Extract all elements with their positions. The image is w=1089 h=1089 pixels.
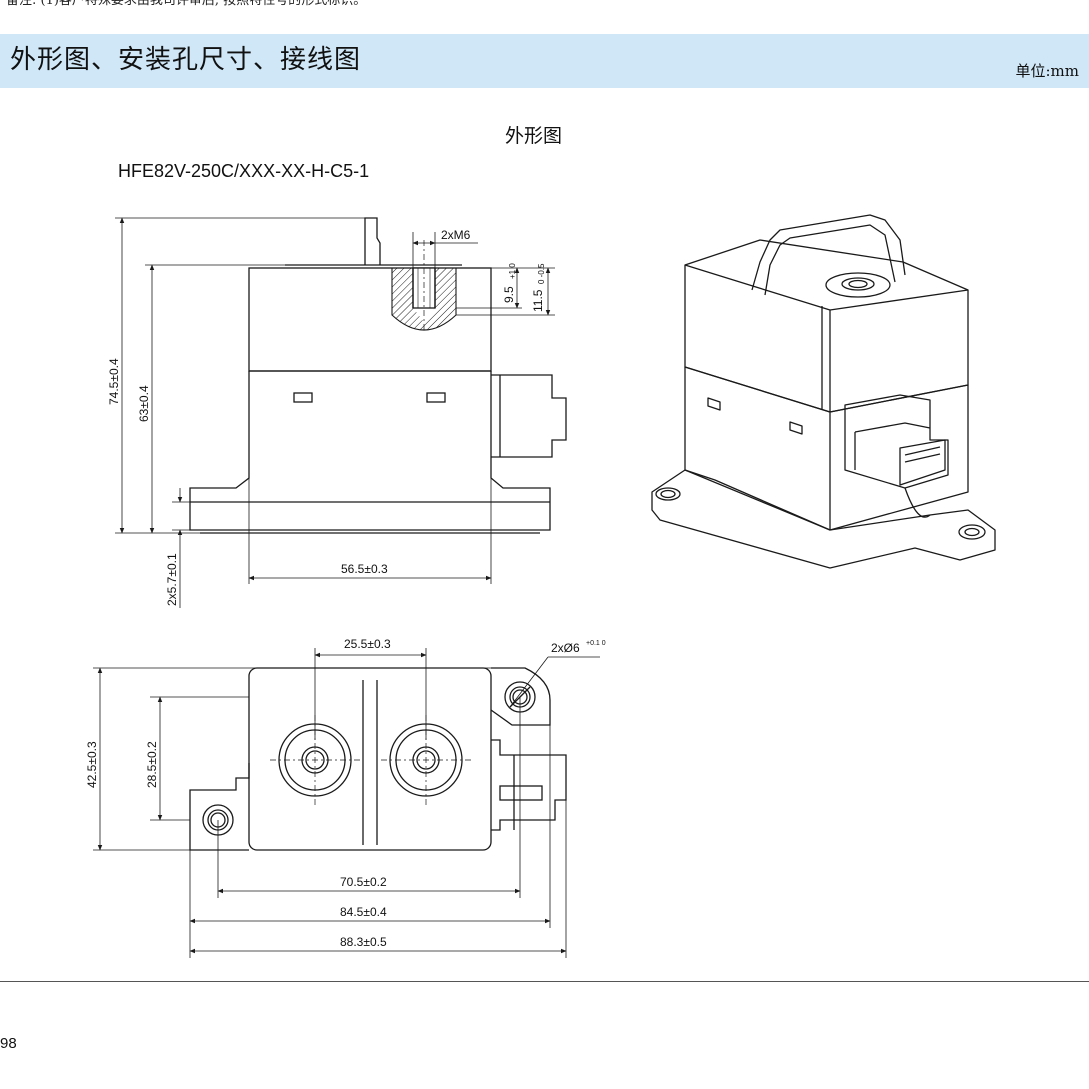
flange-left <box>189 763 250 851</box>
dim-flange-length: 84.5±0.4 <box>340 905 387 919</box>
dim-thread: 2xM6 <box>441 228 471 242</box>
body-lower <box>189 371 551 531</box>
centerlines <box>270 715 471 805</box>
footnote: 备注: (1)客户特殊要求由我司评审后, 按照特性号的形式标识。 <box>6 0 367 8</box>
side-connector <box>491 374 567 458</box>
top-connector <box>491 739 567 831</box>
dim-hole-spacing-x: 70.5±0.2 <box>340 875 387 889</box>
side-dimensions <box>115 217 555 608</box>
dim-depth-1: 9.5 <box>502 286 516 303</box>
dim-mount-hole-tol: +0.1 0 <box>586 640 606 647</box>
dim-overall-depth: 42.5±0.3 <box>85 741 99 788</box>
unit-label: 单位:mm <box>1015 62 1079 80</box>
flange-right <box>490 667 551 726</box>
footer-rule <box>0 981 1089 982</box>
vent-slot <box>293 392 313 403</box>
thread-section-hatch <box>392 268 456 330</box>
dim-body-height: 63±0.4 <box>137 385 151 422</box>
top-dimensions <box>93 648 600 958</box>
dim-depth-2-tol: 0 -0.5 <box>537 263 546 284</box>
dim-hole-spacing-y: 28.5±0.2 <box>145 741 159 788</box>
dim-mount-hole: 2xØ6 <box>551 641 580 655</box>
section-header-band <box>0 34 1089 88</box>
dim-overall-length: 88.3±0.5 <box>340 935 387 949</box>
model-number: HFE82V-250C/XXX-XX-H-C5-1 <box>118 161 370 181</box>
isometric-view <box>651 214 996 569</box>
figure-title: 外形图 <box>505 125 563 147</box>
top-view <box>189 667 567 851</box>
dim-overall-height: 74.5±0.4 <box>107 358 121 405</box>
dim-terminal-pitch: 25.5±0.3 <box>344 637 391 651</box>
section-title: 外形图、安装孔尺寸、接线图 <box>10 45 362 75</box>
dim-depth-1-tol: +1 0 <box>508 263 517 279</box>
dim-flange-thickness: 2x5.7±0.1 <box>165 553 179 606</box>
vent-slot <box>426 392 446 403</box>
dim-depth-2: 11.5 <box>531 289 545 312</box>
page-number: 98 <box>0 1035 17 1052</box>
dim-body-width: 56.5±0.3 <box>341 562 388 576</box>
